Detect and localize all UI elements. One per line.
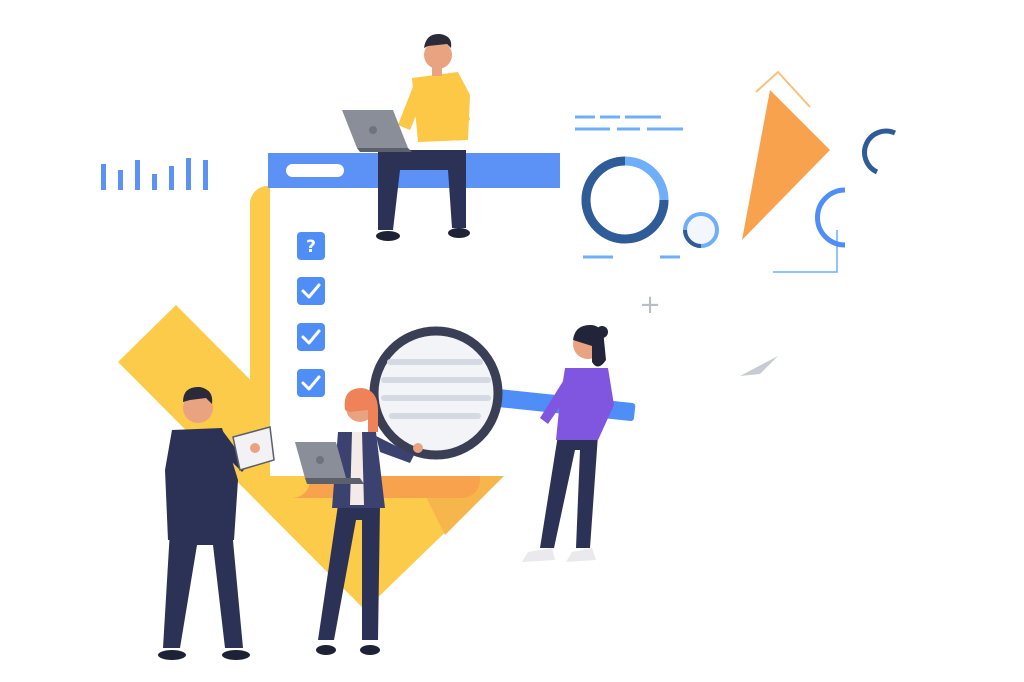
paper-plane-icon	[740, 356, 778, 376]
checklist: ?	[297, 232, 325, 397]
person-woman-holding-magnifier	[522, 324, 614, 562]
question-checkbox: ?	[297, 232, 325, 260]
person-woman-with-laptop	[295, 388, 423, 655]
decorations: +	[101, 70, 897, 376]
check-icon	[297, 323, 325, 351]
bar-chart-icon	[101, 158, 208, 190]
dash-lines	[575, 115, 683, 259]
check-icon	[297, 277, 325, 305]
blue-arc-shape	[862, 128, 897, 175]
document-title-pill	[286, 164, 344, 177]
plus-sign: +	[639, 290, 661, 320]
orange-kite-shape	[742, 70, 838, 273]
donut-chart-icon	[581, 156, 719, 248]
question-mark-label: ?	[306, 237, 316, 257]
blue-arc-shape	[815, 187, 846, 248]
person-sitting-with-laptop	[342, 33, 470, 241]
check-icon	[297, 369, 325, 397]
person-with-clipboard	[158, 386, 275, 660]
